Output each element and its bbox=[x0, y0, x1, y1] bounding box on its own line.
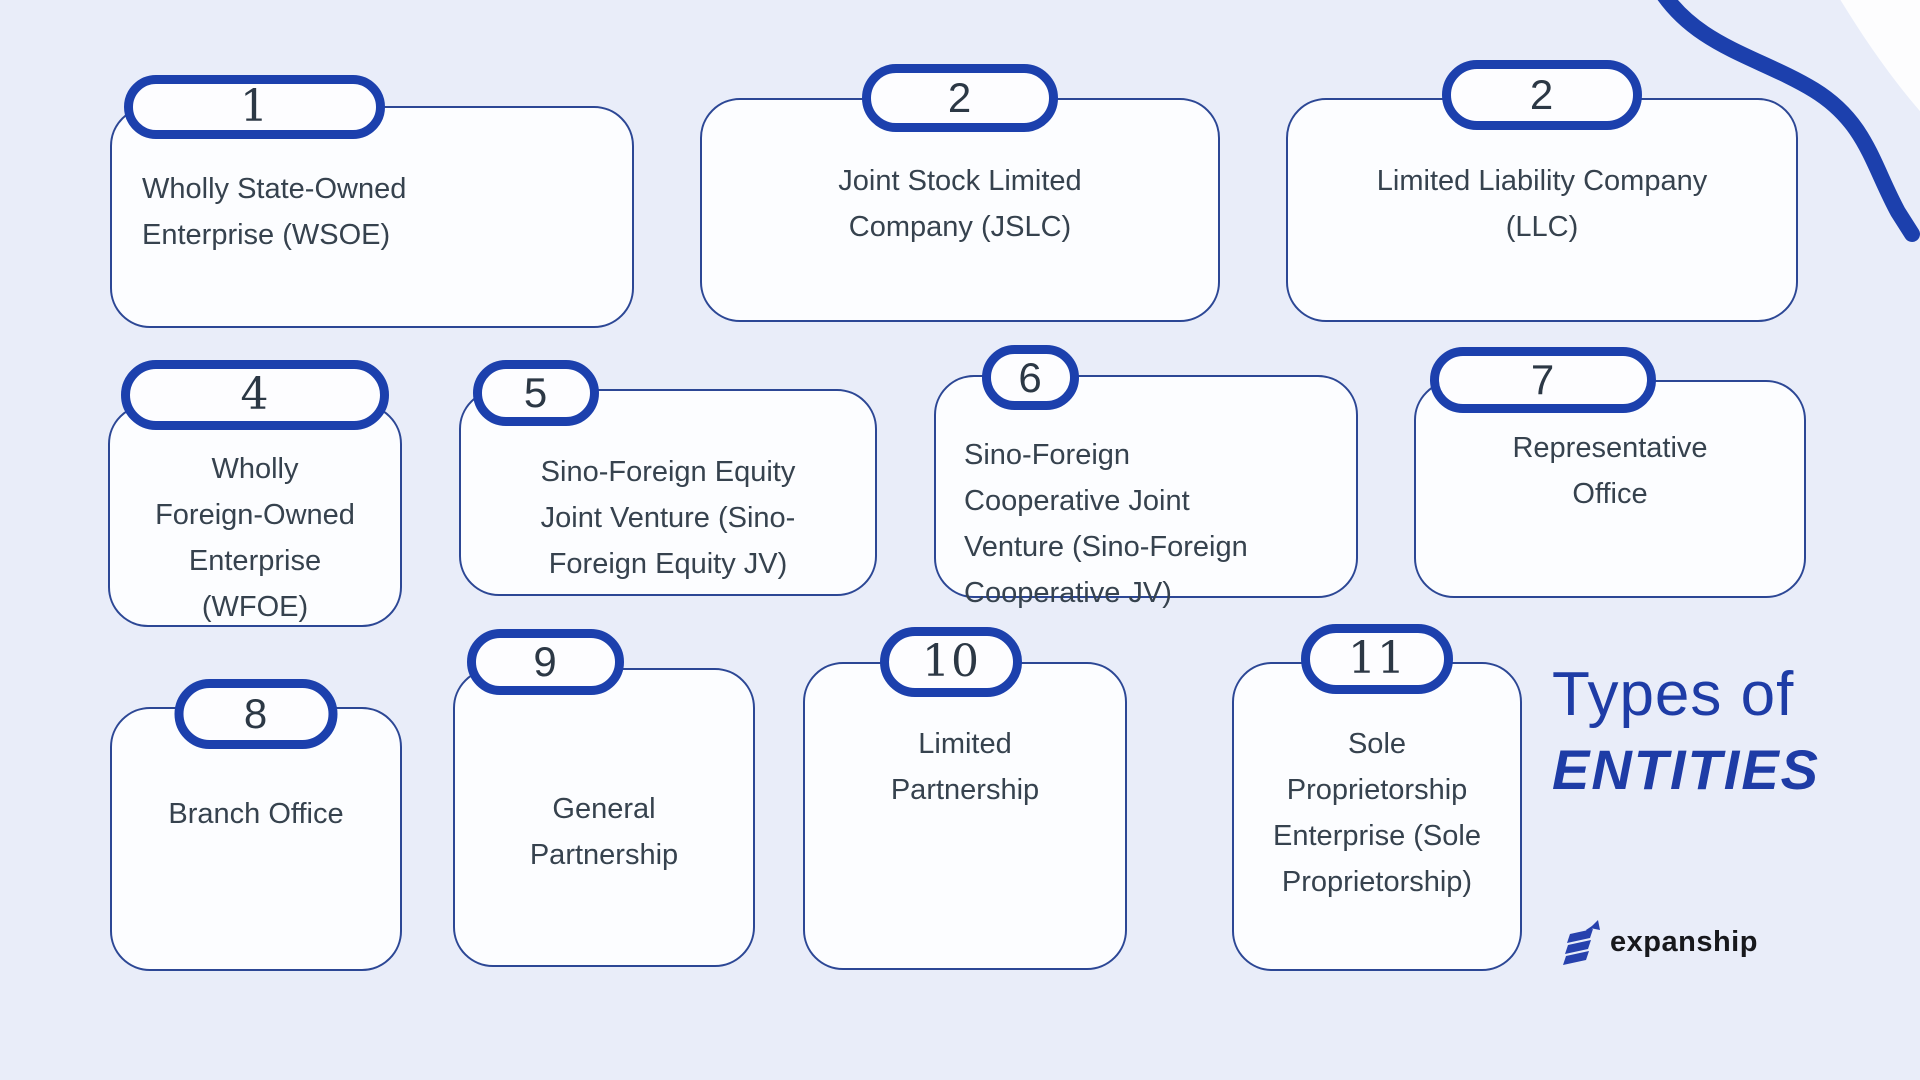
entity-number-badge: 11 bbox=[1301, 624, 1453, 694]
entity-number: 6 bbox=[1018, 353, 1043, 401]
entity-card-general-partnership: 9 General Partnership bbox=[453, 629, 755, 967]
entity-label: Branch Office bbox=[168, 798, 344, 830]
entity-number-badge: 2 bbox=[1442, 60, 1642, 130]
page-title-line1: Types of bbox=[1552, 660, 1795, 729]
expanship-logo-text: expanship bbox=[1610, 925, 1758, 958]
entity-number-badge: 5 bbox=[473, 360, 599, 426]
entity-number: 2 bbox=[947, 74, 973, 121]
entity-card-cooperative-jv: 6 Sino-Foreign Cooperative Joint Venture… bbox=[934, 345, 1358, 609]
page-title-line2: ENTITIES bbox=[1552, 738, 1821, 801]
entity-card-equity-jv: 5 Sino-Foreign Equity Joint Venture (Sin… bbox=[459, 360, 877, 596]
entity-card-branch-office: 8 Branch Office bbox=[110, 679, 402, 971]
entity-label: Sino-Foreign Equity Joint Venture (Sino-… bbox=[540, 456, 796, 580]
entity-label: General Partnership bbox=[529, 793, 679, 871]
entity-label: Sino-Foreign Cooperative Joint Venture (… bbox=[964, 439, 1248, 609]
entity-card-representative-office: 7 Representative Office bbox=[1414, 347, 1806, 598]
entity-number: 10 bbox=[922, 636, 980, 687]
entity-number: 11 bbox=[1348, 633, 1406, 684]
entity-card-sole-proprietorship: 11 Sole Proprietorship Enterprise (Sole … bbox=[1232, 624, 1522, 971]
entity-number: 4 bbox=[240, 369, 270, 420]
entity-label: Wholly Foreign-Owned Enterprise (WFOE) bbox=[155, 453, 355, 623]
page-title: Types of ENTITIES bbox=[1552, 664, 1842, 798]
expanship-logo-icon bbox=[1563, 920, 1600, 965]
entity-label: Limited Partnership bbox=[890, 728, 1040, 806]
entity-label: Wholly State-Owned Enterprise (WSOE) bbox=[142, 173, 407, 251]
entity-card-wfoe: 4 Wholly Foreign-Owned Enterprise (WFOE) bbox=[108, 360, 402, 627]
entity-number: 5 bbox=[523, 369, 549, 416]
entity-number-badge: 9 bbox=[467, 629, 624, 695]
entity-number-badge: 1 bbox=[124, 75, 385, 139]
entity-label: Joint Stock Limited Company (JSLC) bbox=[838, 165, 1082, 243]
entity-card-limited-partnership: 10 Limited Partnership bbox=[803, 627, 1127, 970]
entity-number-badge: 2 bbox=[862, 64, 1058, 132]
entity-card-wsoe: 1 Wholly State-Owned Enterprise (WSOE) bbox=[110, 75, 634, 328]
entity-label: Sole Proprietorship Enterprise (Sole Pro… bbox=[1273, 728, 1481, 898]
entity-number-badge: 7 bbox=[1430, 347, 1656, 413]
expanship-logo: expanship bbox=[1562, 918, 1758, 966]
entity-number: 7 bbox=[1530, 356, 1556, 403]
entity-number: 2 bbox=[1529, 71, 1555, 118]
entity-label: Representative Office bbox=[1512, 432, 1708, 510]
entity-number-badge: 8 bbox=[174, 679, 338, 749]
entity-number-badge: 10 bbox=[880, 627, 1022, 697]
entity-card-jslc: 2 Joint Stock Limited Company (JSLC) bbox=[700, 64, 1220, 322]
entity-number: 1 bbox=[240, 81, 269, 132]
corner-white-blob bbox=[1840, 0, 1920, 112]
entity-number-badge: 4 bbox=[121, 360, 389, 430]
entity-number-badge: 6 bbox=[982, 345, 1079, 410]
entity-card-llc: 2 Limited Liability Company (LLC) bbox=[1286, 60, 1798, 322]
entity-number: 9 bbox=[533, 638, 558, 685]
entity-number: 8 bbox=[243, 690, 269, 737]
